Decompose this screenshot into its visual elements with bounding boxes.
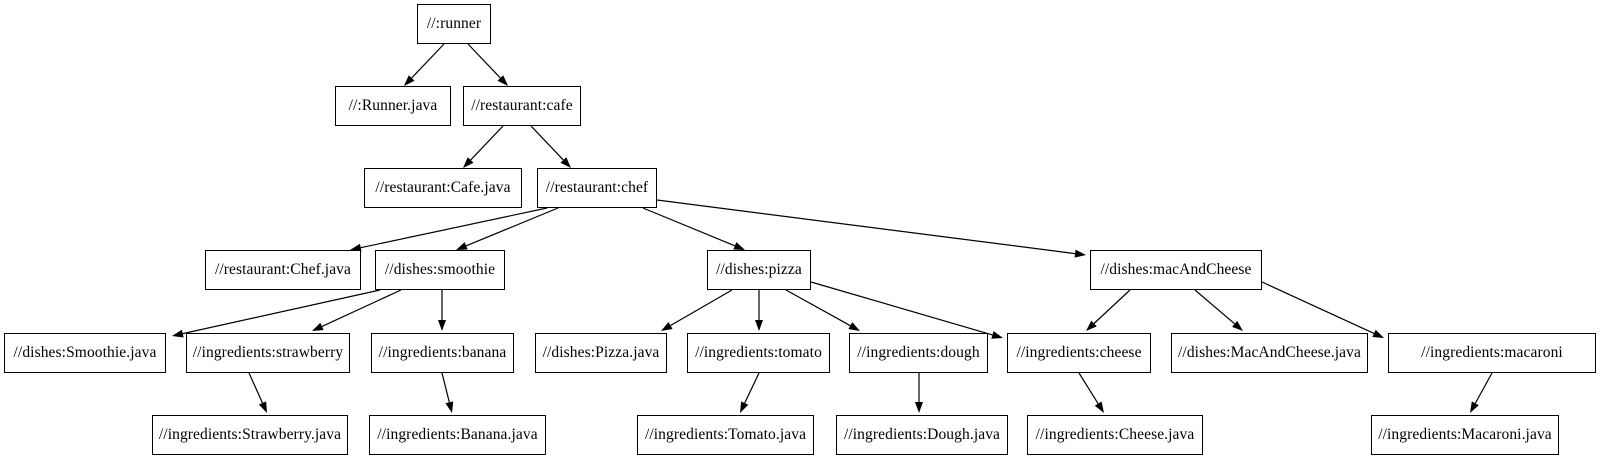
graph-node-ing_strawberry[interactable]: //ingredients:strawberry: [186, 333, 350, 373]
arrowhead-icon: [172, 329, 184, 338]
graph-node-label: //dishes:MacAndCheese.java: [1178, 344, 1361, 362]
arrowhead-icon: [661, 322, 673, 331]
graph-node-strawberry_java[interactable]: //ingredients:Strawberry.java: [152, 415, 348, 455]
arrowhead-icon: [1232, 320, 1243, 331]
arrowhead-icon: [848, 322, 860, 331]
graph-edge-restaurant_cafe-to-restaurant_chef: [530, 125, 571, 168]
arrowhead-icon: [312, 322, 324, 331]
graph-node-runner[interactable]: //:runner: [417, 4, 491, 44]
graph-node-label: //restaurant:Cafe.java: [375, 179, 511, 197]
graph-edge-ing_banana-to-banana_java: [441, 372, 454, 413]
graph-node-macandcheese_java[interactable]: //dishes:MacAndCheese.java: [1171, 333, 1368, 373]
graph-edge-ing_dough-to-dough_java: [915, 373, 923, 413]
graph-node-label: //:Runner.java: [348, 97, 438, 115]
arrowhead-icon: [991, 331, 1003, 339]
graph-node-banana_java[interactable]: //ingredients:Banana.java: [369, 415, 546, 455]
arrowhead-icon: [740, 401, 749, 413]
graph-node-dishes_macandcheese[interactable]: //dishes:macAndCheese: [1090, 250, 1262, 290]
graph-edge-restaurant_cafe-to-cafe_java: [463, 125, 504, 168]
graph-edge-runner-to-runner_java: [404, 43, 445, 86]
graph-node-macaroni_java[interactable]: //ingredients:Macaroni.java: [1371, 415, 1559, 455]
graph-node-label: //restaurant:cafe: [471, 97, 573, 115]
graph-node-label: //ingredients:tomato: [695, 344, 822, 362]
graph-edge-ing_strawberry-to-strawberry_java: [248, 372, 267, 413]
arrowhead-icon: [404, 75, 415, 86]
graph-node-label: //dishes:Pizza.java: [542, 344, 660, 362]
arrowhead-icon: [258, 401, 267, 413]
graph-edge-dishes_pizza-to-ing_tomato: [755, 290, 763, 331]
graph-node-dishes_pizza[interactable]: //dishes:pizza: [707, 250, 811, 290]
graph-edge-dishes_macandcheese-to-ing_macaroni: [1261, 281, 1384, 338]
graph-edge-dishes_smoothie-to-smoothie_java: [172, 289, 381, 338]
graph-edge-restaurant_chef-to-dishes_macandcheese: [656, 199, 1086, 258]
arrowhead-icon: [755, 320, 763, 331]
graph-node-label: //ingredients:Macaroni.java: [1378, 426, 1552, 444]
graph-edge-dishes_pizza-to-ing_cheese: [810, 281, 1003, 339]
graph-edge-ing_tomato-to-tomato_java: [740, 372, 760, 413]
graph-node-label: //ingredients:Cheese.java: [1035, 426, 1195, 444]
arrowhead-icon: [915, 402, 923, 413]
arrowhead-icon: [456, 242, 468, 250]
graph-node-restaurant_chef[interactable]: //restaurant:chef: [537, 168, 657, 208]
graph-node-label: //dishes:pizza: [716, 261, 802, 279]
graph-node-ing_tomato[interactable]: //ingredients:tomato: [687, 333, 830, 373]
graph-node-label: //ingredients:dough: [857, 344, 980, 362]
graph-node-label: //:runner: [426, 15, 482, 33]
graph-edge-runner-to-restaurant_cafe: [467, 43, 508, 86]
graph-node-label: //ingredients:cheese: [1016, 344, 1142, 362]
graph-node-cafe_java[interactable]: //restaurant:Cafe.java: [364, 168, 522, 208]
graph-node-label: //dishes:macAndCheese: [1100, 261, 1252, 279]
graph-node-pizza_java[interactable]: //dishes:Pizza.java: [535, 333, 667, 373]
graph-node-label: //ingredients:Strawberry.java: [158, 426, 342, 444]
graph-node-ing_cheese[interactable]: //ingredients:cheese: [1007, 333, 1151, 373]
graph-edge-dishes_smoothie-to-ing_banana: [438, 290, 446, 331]
graph-node-label: //ingredients:Dough.java: [843, 426, 1001, 444]
graph-node-dishes_smoothie[interactable]: //dishes:smoothie: [375, 250, 505, 290]
graph-node-label: //ingredients:banana: [378, 344, 507, 362]
graph-edge-dishes_macandcheese-to-ing_cheese: [1086, 289, 1131, 331]
graph-node-runner_java[interactable]: //:Runner.java: [335, 86, 451, 126]
graph-node-restaurant_cafe[interactable]: //restaurant:cafe: [463, 86, 581, 126]
arrowhead-icon: [438, 320, 446, 331]
graph-node-dough_java[interactable]: //ingredients:Dough.java: [836, 415, 1008, 455]
graph-edge-restaurant_chef-to-chef_java: [350, 207, 548, 252]
arrowhead-icon: [1372, 329, 1384, 338]
arrowhead-icon: [1074, 249, 1086, 258]
graph-node-label: //restaurant:Chef.java: [214, 261, 352, 279]
graph-node-label: //ingredients:Banana.java: [377, 426, 538, 444]
graph-edge-restaurant_chef-to-dishes_smoothie: [456, 207, 559, 250]
graph-node-ing_banana[interactable]: //ingredients:banana: [371, 333, 514, 373]
graph-edge-ing_macaroni-to-macaroni_java: [1470, 372, 1493, 413]
arrowhead-icon: [463, 157, 474, 168]
graph-node-chef_java[interactable]: //restaurant:Chef.java: [205, 250, 361, 290]
graph-node-smoothie_java[interactable]: //dishes:Smoothie.java: [4, 333, 166, 373]
arrowhead-icon: [1086, 320, 1097, 331]
graph-edge-dishes_macandcheese-to-macandcheese_java: [1194, 289, 1243, 331]
graph-node-ing_macaroni[interactable]: //ingredients:macaroni: [1388, 333, 1596, 373]
arrowhead-icon: [445, 401, 454, 413]
graph-node-ing_dough[interactable]: //ingredients:dough: [849, 333, 988, 373]
arrowhead-icon: [497, 75, 508, 86]
arrowhead-icon: [560, 157, 571, 168]
graph-node-label: //ingredients:strawberry: [192, 344, 344, 362]
graph-edge-ing_cheese-to-cheese_java: [1078, 372, 1104, 413]
graph-node-label: //dishes:smoothie: [384, 261, 496, 279]
graph-node-tomato_java[interactable]: //ingredients:Tomato.java: [637, 415, 814, 455]
arrowhead-icon: [1470, 401, 1479, 413]
arrowhead-icon: [1094, 401, 1104, 413]
graph-node-cheese_java[interactable]: //ingredients:Cheese.java: [1027, 415, 1203, 455]
graph-edge-restaurant_chef-to-dishes_pizza: [642, 207, 745, 250]
graph-node-label: //ingredients:Tomato.java: [644, 426, 807, 444]
graph-node-label: //ingredients:macaroni: [1421, 344, 1563, 362]
graph-node-label: //restaurant:chef: [545, 179, 649, 197]
graph-edge-dishes_pizza-to-pizza_java: [661, 289, 733, 331]
arrowhead-icon: [733, 242, 745, 250]
graph-node-label: //dishes:Smoothie.java: [13, 344, 157, 362]
graph-edge-dishes_pizza-to-ing_dough: [785, 289, 860, 331]
graph-edge-dishes_smoothie-to-ing_strawberry: [312, 289, 402, 331]
